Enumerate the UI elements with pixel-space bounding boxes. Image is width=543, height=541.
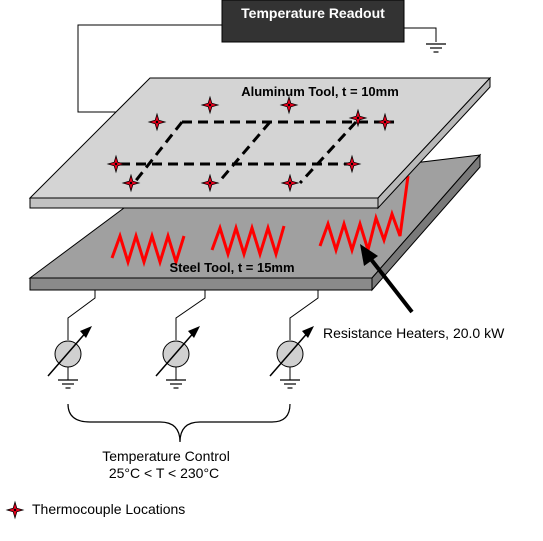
aluminum-tool-label: Aluminum Tool, t = 10mm (241, 84, 399, 99)
controller-brace (67, 403, 291, 443)
control-label-line2: 25°C < T < 230°C (109, 465, 219, 481)
readout-wire (77, 24, 222, 113)
readout-ground-wire (404, 27, 437, 42)
heater-coil (110, 230, 186, 268)
ground-icon (57, 379, 79, 389)
legend-thermocouple-label: Thermocouple Locations (32, 501, 185, 517)
thermocouple-legend-icon (6, 501, 24, 519)
readout-label: Temperature Readout (241, 5, 385, 21)
controller-1 (47, 290, 96, 389)
resistance-heaters (110, 175, 410, 268)
heater-coil (318, 175, 410, 256)
steel-tool-label: Steel Tool, t = 15mm (169, 260, 294, 275)
temperature-readout: Temperature Readout (221, 0, 405, 43)
ground-icon (165, 379, 187, 389)
legend: Thermocouple Locations (6, 501, 185, 519)
heater-arrow (360, 244, 414, 314)
controller-3 (269, 290, 319, 389)
heater-coil (210, 222, 286, 260)
ground-icon (425, 43, 447, 53)
heaters-label: Resistance Heaters, 20.0 kW (323, 325, 505, 341)
ground-icon (279, 379, 301, 389)
aluminum-tool (28, 76, 492, 210)
control-label-line1: Temperature Control (102, 448, 230, 464)
controller-2 (155, 290, 206, 389)
